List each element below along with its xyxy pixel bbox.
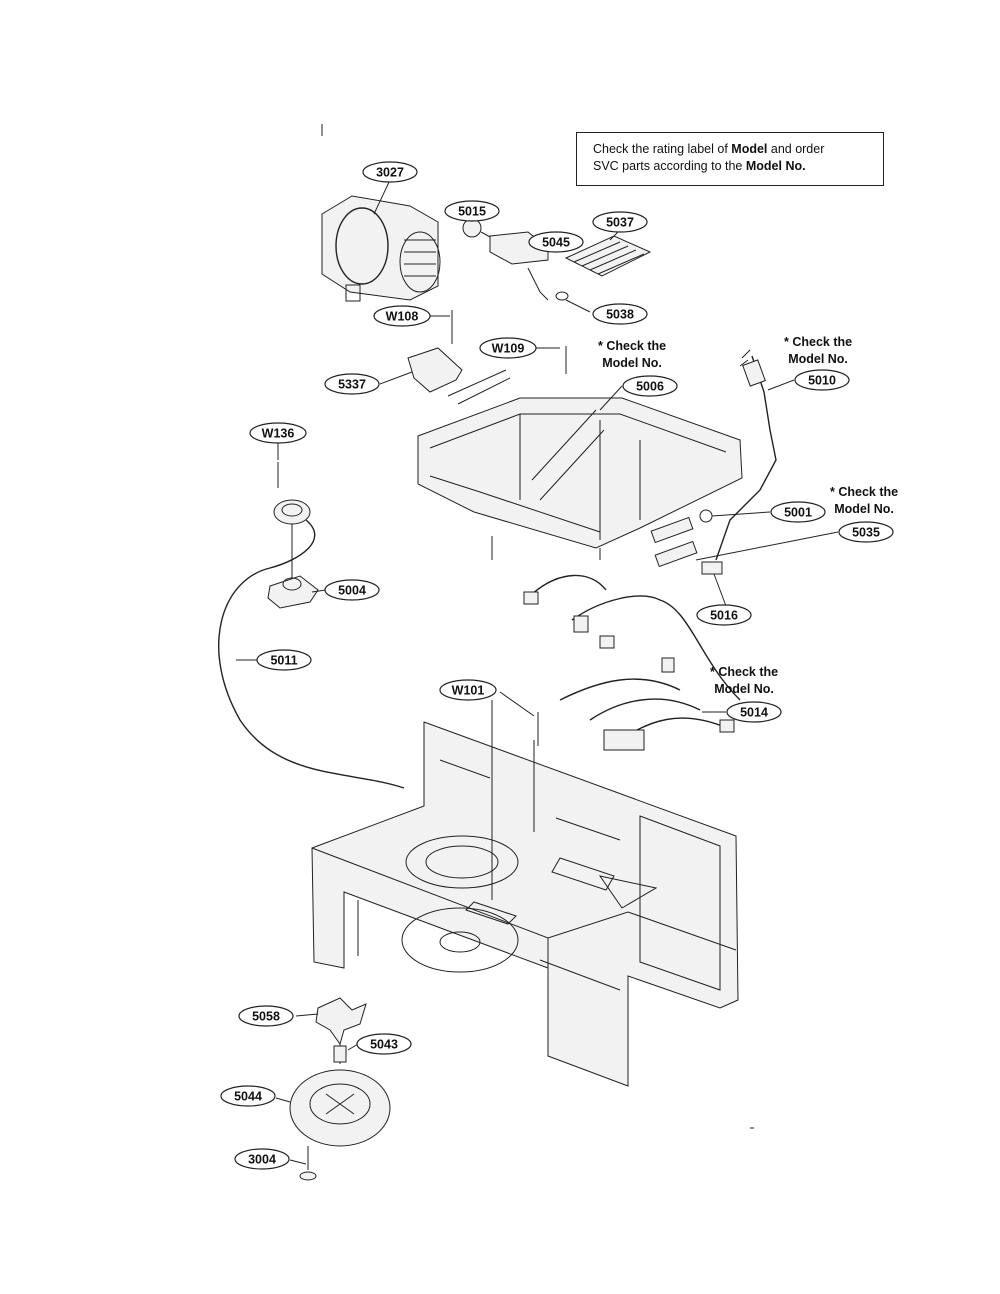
callout-line-2: Model No. xyxy=(834,502,894,516)
part-label-5044: 5044 xyxy=(220,1085,276,1107)
part-label-5058: 5058 xyxy=(238,1005,294,1027)
svg-text:W108: W108 xyxy=(386,310,419,324)
callout-line-2: Model No. xyxy=(714,682,774,696)
callout-check-model-5010: * Check the Model No. xyxy=(784,334,852,368)
part-label-3027: 3027 xyxy=(362,161,418,183)
svg-text:5016: 5016 xyxy=(710,609,738,623)
callout-line-1: * Check the xyxy=(598,339,667,353)
wire-harness-drawing xyxy=(523,574,741,751)
svg-text:5014: 5014 xyxy=(740,706,768,720)
callout-line-2: Model No. xyxy=(602,356,662,370)
svg-text:W109: W109 xyxy=(492,342,525,356)
part-label-5004: 5004 xyxy=(324,579,380,601)
note-line-1: Check the rating label of Model and orde… xyxy=(593,142,825,156)
svg-text:5004: 5004 xyxy=(338,584,366,598)
callout-line-1: * Check the xyxy=(830,485,899,499)
svg-text:5001: 5001 xyxy=(784,506,812,520)
fan-motor-drawing xyxy=(321,195,441,302)
callout-line-1: * Check the xyxy=(784,335,853,349)
part-label-W109: W109 xyxy=(479,337,537,359)
part-label-5011: 5011 xyxy=(256,649,312,671)
svg-text:W101: W101 xyxy=(452,684,485,698)
svg-text:W136: W136 xyxy=(262,427,295,441)
turntable-drive-drawing xyxy=(289,997,391,1181)
part-label-5006: 5006 xyxy=(622,375,678,397)
svg-text:5011: 5011 xyxy=(270,654,297,668)
scan-marks xyxy=(321,124,754,1129)
part-label-5001: 5001 xyxy=(770,501,826,523)
part-label-W101: W101 xyxy=(439,679,497,701)
svg-text:5045: 5045 xyxy=(542,236,570,250)
part-label-5043: 5043 xyxy=(356,1033,412,1055)
svg-text:5035: 5035 xyxy=(852,526,880,540)
sensor-cable-drawing xyxy=(218,462,405,789)
callout-line-1: * Check the xyxy=(710,665,779,679)
svg-text:5044: 5044 xyxy=(234,1090,262,1104)
note-line-2: SVC parts according to the Model No. xyxy=(593,159,806,173)
part-label-W108: W108 xyxy=(373,305,431,327)
part-label-5015: 5015 xyxy=(444,200,500,222)
svg-text:5058: 5058 xyxy=(252,1010,280,1024)
bracket-drawing xyxy=(407,310,567,405)
power-cord-drawing xyxy=(715,349,777,561)
part-label-3004: 3004 xyxy=(234,1148,290,1170)
part-label-W136: W136 xyxy=(249,422,307,444)
callout-line-2: Model No. xyxy=(788,352,848,366)
callout-check-model-5001: * Check the Model No. xyxy=(830,484,898,518)
rating-label-note: Check the rating label of Model and orde… xyxy=(576,132,884,186)
base-plate-drawing xyxy=(417,397,743,560)
callout-check-model-5006: * Check the Model No. xyxy=(598,338,666,372)
part-label-5035: 5035 xyxy=(838,521,894,543)
fuse-parts-drawing xyxy=(650,509,723,575)
oven-cavity-drawing xyxy=(311,700,739,1087)
svg-text:5337: 5337 xyxy=(338,378,366,392)
svg-text:5006: 5006 xyxy=(636,380,664,394)
svg-text:5038: 5038 xyxy=(606,308,634,322)
callout-check-model-5014: * Check the Model No. xyxy=(710,664,778,698)
part-label-5037: 5037 xyxy=(592,211,648,233)
svg-text:5010: 5010 xyxy=(808,374,836,388)
svg-text:3027: 3027 xyxy=(376,166,404,180)
part-label-5010: 5010 xyxy=(794,369,850,391)
part-label-5038: 5038 xyxy=(592,303,648,325)
svg-text:5037: 5037 xyxy=(606,216,634,230)
svg-text:5043: 5043 xyxy=(370,1038,398,1052)
part-label-5014: 5014 xyxy=(726,701,782,723)
part-label-5045: 5045 xyxy=(528,231,584,253)
part-label-5016: 5016 xyxy=(696,604,752,626)
part-label-5337: 5337 xyxy=(324,373,380,395)
svg-text:5015: 5015 xyxy=(458,205,486,219)
svg-text:3004: 3004 xyxy=(248,1153,276,1167)
